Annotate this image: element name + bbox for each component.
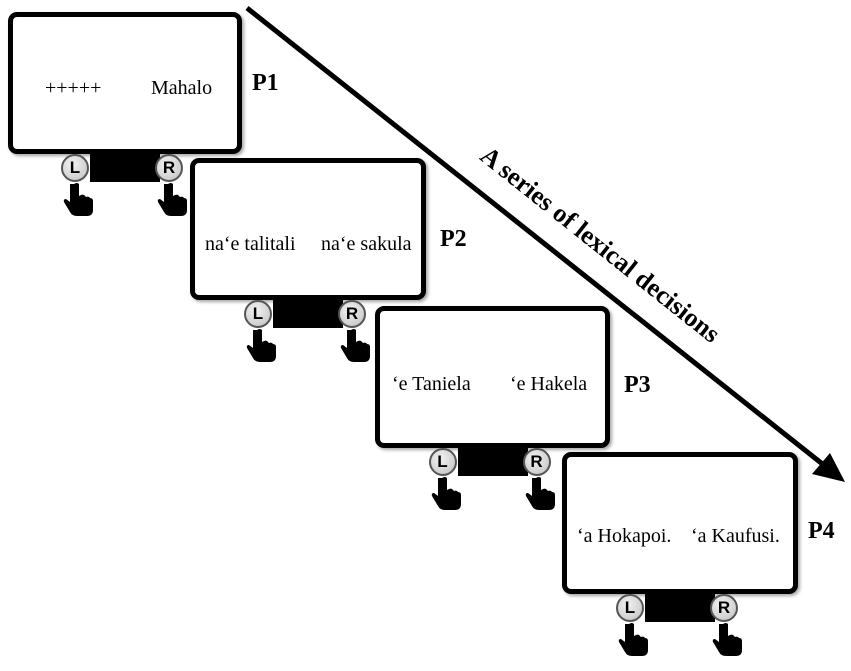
right-response-key[interactable]: R — [710, 594, 738, 622]
panel-label: P4 — [808, 518, 835, 544]
left-hand-icon — [63, 182, 93, 216]
right-hand-icon — [525, 476, 555, 510]
monitor-stand — [90, 152, 160, 182]
right-response-key[interactable]: R — [522, 448, 551, 476]
right-word: Mahalo — [151, 77, 213, 99]
right-hand-icon — [712, 622, 742, 656]
monitor-screen: na‘e talitali na‘e sakula — [190, 158, 426, 300]
left-word: ‘a Hokapoi. — [577, 525, 672, 547]
left-response-key[interactable]: L — [428, 448, 457, 476]
trial-panel-4: ‘a Hokapoi. ‘a Kaufusi. L R P4 — [562, 452, 842, 667]
left-hand-icon — [618, 622, 648, 656]
left-response-key[interactable]: L — [244, 300, 272, 328]
right-response-key[interactable]: R — [155, 154, 183, 182]
monitor-stand — [457, 446, 528, 476]
right-word: ‘e Hakela — [510, 373, 588, 395]
panel-label: P2 — [440, 226, 467, 252]
monitor-screen: ‘e Taniela ‘e Hakela — [375, 306, 610, 448]
monitor-screen: ‘a Hokapoi. ‘a Kaufusi. — [562, 452, 798, 594]
panel-label: P3 — [624, 372, 651, 398]
left-hand-icon — [431, 476, 461, 510]
monitor-stand — [273, 298, 343, 328]
left-word: +++++ — [45, 77, 102, 99]
right-hand-icon — [157, 182, 187, 216]
right-word: na‘e sakula — [321, 233, 412, 255]
left-response-key[interactable]: L — [61, 154, 89, 182]
left-hand-icon — [246, 328, 276, 362]
left-word: ‘e Taniela — [392, 373, 471, 395]
left-response-key[interactable]: L — [616, 594, 644, 622]
panel-label: P1 — [252, 70, 279, 96]
monitor-screen: +++++ Mahalo — [8, 12, 242, 154]
monitor-stand — [645, 592, 715, 622]
left-word: na‘e talitali — [205, 233, 296, 255]
right-response-key[interactable]: R — [338, 300, 366, 328]
right-word: ‘a Kaufusi. — [691, 525, 780, 547]
right-hand-icon — [340, 328, 370, 362]
